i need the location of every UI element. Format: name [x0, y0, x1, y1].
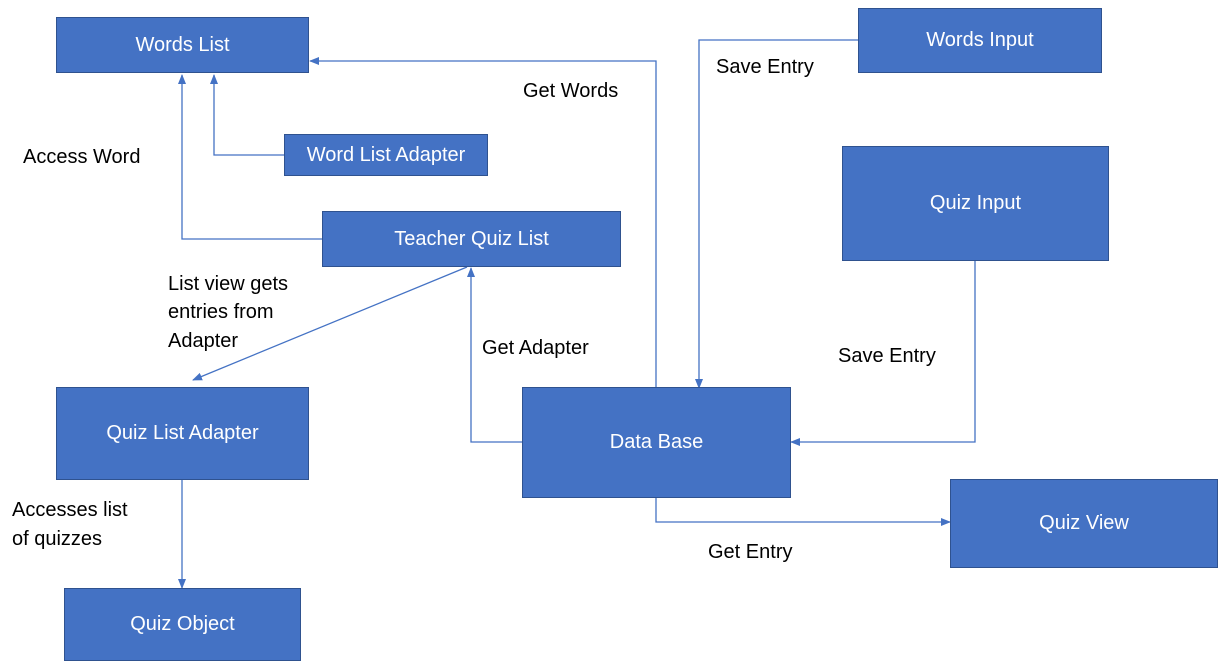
node-quiz-view: Quiz View: [950, 479, 1218, 568]
node-words-input: Words Input: [858, 8, 1102, 73]
label-save-entry-words: Save Entry: [716, 56, 814, 78]
label-list-view-line-2: entries from: [168, 301, 274, 323]
node-word-list-adapter: Word List Adapter: [284, 134, 488, 176]
node-quiz-input: Quiz Input: [842, 146, 1109, 261]
label-get-adapter: Get Adapter: [482, 337, 589, 359]
node-quiz-object: Quiz Object: [64, 588, 301, 661]
connector-get-adapter: [467, 267, 522, 443]
label-get-words: Get Words: [523, 80, 619, 102]
connector-get-words: [309, 57, 657, 388]
connector-word-list-adapter: [210, 74, 285, 156]
label-get-entry: Get Entry: [708, 541, 793, 563]
node-data-base: Data Base: [522, 387, 791, 498]
label-save-entry-quiz: Save Entry: [838, 345, 936, 367]
connector-get-entry: [655, 498, 951, 526]
label-list-view-line-3: Adapter: [168, 330, 239, 352]
connector-save-entry-words: [695, 39, 858, 389]
label-accesses-line-2: of quizzes: [12, 528, 103, 550]
label-accesses-line-1: Accesses list: [12, 499, 128, 521]
connector-save-entry-quiz: [790, 261, 976, 446]
connector-list-view: [192, 266, 468, 381]
label-list-view-line-1: List view gets: [168, 273, 289, 295]
node-teacher-quiz-list: Teacher Quiz List: [322, 211, 621, 267]
node-words-list: Words List: [56, 17, 309, 73]
label-access-word: Access Word: [23, 146, 141, 168]
node-quiz-list-adapter: Quiz List Adapter: [56, 387, 309, 480]
connector-access-word: [178, 74, 322, 240]
